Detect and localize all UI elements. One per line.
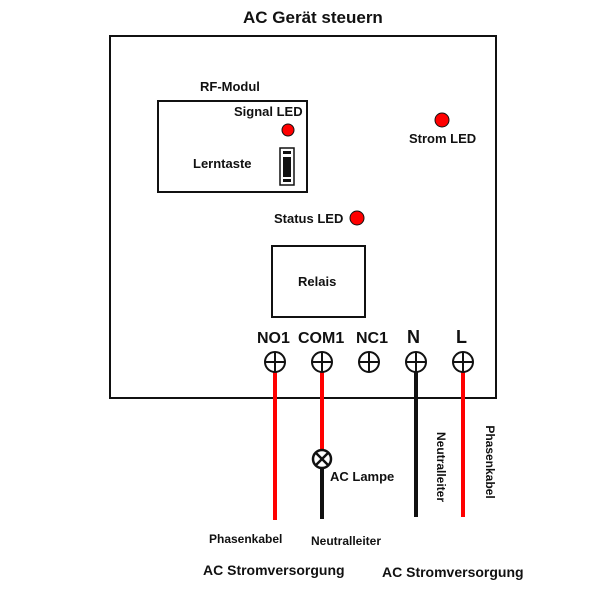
learn-button-mark-middle [283,157,291,177]
relay-label: Relais [298,274,337,289]
ac-supply-left-label: AC Stromversorgung [203,562,345,578]
terminal-screw-icon-com1 [311,351,333,373]
diagram-title: AC Gerät steuern [243,8,383,27]
learn-button-label: Lerntaste [193,156,252,171]
terminal-screw-icon-nc1 [358,351,380,373]
status-led-icon [349,210,365,226]
terminal-screw-icon-no1 [264,351,286,373]
phase-wire-vertical-label: Phasenkabel [483,425,497,499]
signal-led-icon [281,123,295,137]
rf-module-label: RF-Modul [200,79,260,94]
lamp-icon [311,448,333,470]
terminal-label-n: N [407,327,420,347]
power-led-label: Strom LED [409,131,477,146]
terminal-label-com1: COM1 [298,330,345,347]
terminal-label-no1: NO1 [257,330,290,347]
terminal-label-l: L [456,327,467,347]
relay-box [271,245,366,318]
ac-supply-right-label: AC Stromversorgung [382,564,524,580]
terminal-screw-icon-n [405,351,427,373]
terminal-screw-icon-l [452,351,474,373]
learn-button-mark-bottom [283,179,291,182]
phase-cable-bottom-label: Phasenkabel [209,532,283,546]
status-led-label: Status LED [274,211,344,226]
terminal-label-nc1: NC1 [356,330,389,347]
neutral-wire-vertical-label: Neutralleiter [434,431,448,503]
power-led-icon [434,112,450,128]
device-enclosure [109,35,497,399]
neutral-cable-bottom-label: Neutralleiter [311,534,382,548]
signal-led-label: Signal LED [234,104,303,119]
learn-button-mark-top [283,151,291,154]
rf-module-box [157,100,308,193]
lamp-label: AC Lampe [330,469,395,484]
